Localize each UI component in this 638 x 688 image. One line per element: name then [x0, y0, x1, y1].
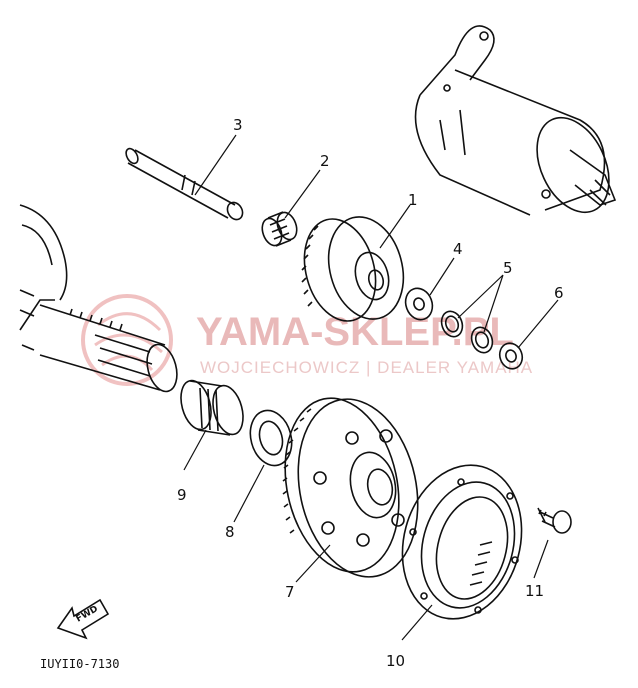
callout-11: 11 [525, 582, 544, 600]
leader-lines [183, 134, 559, 641]
callout-9: 9 [177, 486, 187, 504]
callout-7: 7 [285, 583, 295, 601]
part-6-washer [498, 342, 524, 370]
callout-3: 3 [233, 116, 243, 134]
part-10-clutch [401, 464, 523, 620]
callout-10: 10 [386, 652, 405, 670]
callout-8: 8 [225, 523, 235, 541]
part-1-gear [301, 216, 405, 322]
watermark-brand: YAMA-SKLEP.PL [196, 310, 514, 354]
part-11-bolt [537, 507, 572, 534]
part-2-bearing [261, 211, 298, 247]
callout-5: 5 [503, 259, 513, 277]
part-9-bearing [180, 379, 244, 436]
part-7-large-gear [282, 397, 419, 578]
part-3-shaft [125, 147, 244, 221]
callout-6: 6 [554, 284, 564, 302]
callout-1: 1 [408, 191, 418, 209]
part-4-washer [404, 287, 434, 321]
callout-2: 2 [320, 152, 330, 170]
fwd-arrow-icon: FWD [56, 598, 110, 640]
watermark: YAMA-SKLEP.PL WOJCIECHOWICZ | DEALER YAM… [81, 294, 533, 386]
callout-4: 4 [453, 240, 463, 258]
starter-motor [414, 25, 617, 216]
watermark-subtitle: WOJCIECHOWICZ | DEALER YAMAHA [200, 358, 533, 377]
callout-labels: 1 2 3 4 5 6 7 8 9 10 11 [177, 116, 564, 670]
part-5-circlip [440, 310, 494, 354]
diagram-code: IUYII0-7130 [40, 657, 119, 671]
crankshaft [19, 204, 178, 393]
